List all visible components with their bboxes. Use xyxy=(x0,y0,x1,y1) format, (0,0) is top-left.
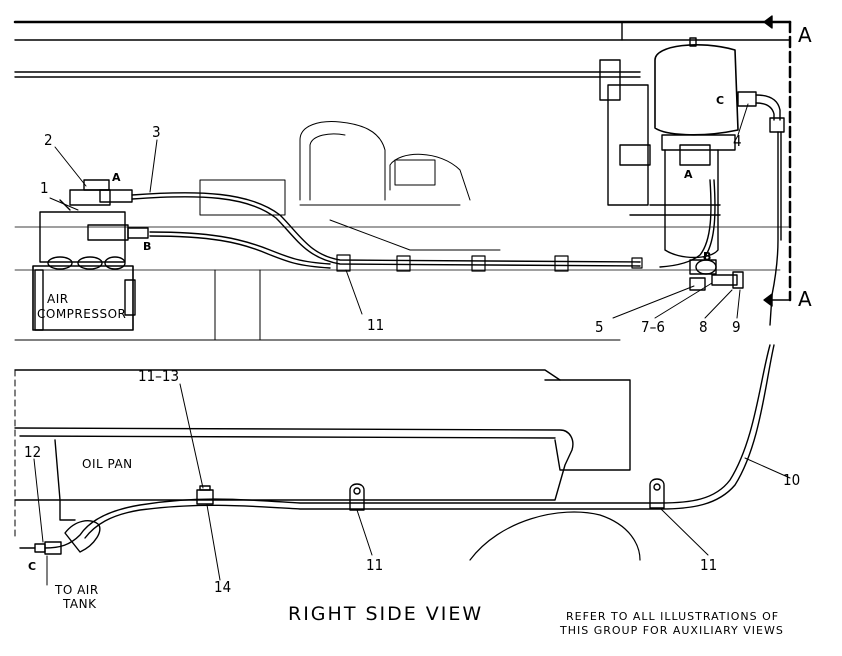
connection-a-left: A xyxy=(112,171,121,184)
air-compressor xyxy=(32,211,136,331)
air-compressor-label-1: AIR xyxy=(47,292,69,306)
wheel-arch xyxy=(469,511,641,561)
engine-outline xyxy=(14,121,621,341)
fittings-1-2 xyxy=(59,179,149,241)
harness-clips xyxy=(336,254,643,272)
text-labels: AIR COMPRESSOR OIL PAN TO AIR TANK RIGHT… xyxy=(24,23,812,637)
air-dryer xyxy=(599,37,739,259)
frame-rails xyxy=(13,20,792,271)
connection-b-left: B xyxy=(143,240,151,253)
callout-11-lower-left: 11 xyxy=(366,556,383,574)
callout-14: 14 xyxy=(214,578,231,596)
callout-12: 12 xyxy=(24,443,41,461)
connection-a-right: A xyxy=(684,168,693,181)
air-compressor-label-2: COMPRESSOR xyxy=(37,307,126,321)
note-line-2: THIS GROUP FOR AUXILIARY VIEWS xyxy=(559,624,784,637)
connection-b-right: B xyxy=(703,250,711,263)
callout-1: 1 xyxy=(40,179,49,197)
callout-5: 5 xyxy=(595,318,604,336)
oil-pan-label: OIL PAN xyxy=(82,457,133,471)
callout-2: 2 xyxy=(44,131,53,149)
leader-lines xyxy=(33,103,791,586)
callout-10: 10 xyxy=(783,471,800,489)
fitting-4 xyxy=(737,91,785,326)
callout-4: 4 xyxy=(733,132,742,150)
section-a-line xyxy=(763,15,792,307)
oil-pan xyxy=(14,369,631,521)
hose-b xyxy=(149,231,331,269)
fittings-5-9 xyxy=(659,179,744,291)
callout-8: 8 xyxy=(699,318,708,336)
connection-c-right: C xyxy=(716,94,724,107)
callout-11-13: 11–13 xyxy=(138,367,179,385)
connection-c-lower: C xyxy=(28,560,36,573)
callout-9: 9 xyxy=(732,318,741,336)
hose-3 xyxy=(131,192,641,267)
section-mark-bottom: A xyxy=(798,287,812,311)
tube-10 xyxy=(44,344,775,553)
section-mark-top: A xyxy=(798,23,812,47)
callout-11-lower-right: 11 xyxy=(700,556,717,574)
callout-11-upper: 11 xyxy=(367,316,384,334)
callout-7-6: 7–6 xyxy=(641,318,665,336)
note-line-1: REFER TO ALL ILLUSTRATIONS OF xyxy=(566,610,779,623)
fitting-12 xyxy=(19,541,62,555)
to-air-tank-label-2: TANK xyxy=(62,597,97,611)
callout-3: 3 xyxy=(152,123,161,141)
lower-clips xyxy=(196,478,665,511)
view-title: RIGHT SIDE VIEW xyxy=(288,603,483,625)
to-air-tank-label-1: TO AIR xyxy=(54,583,99,597)
